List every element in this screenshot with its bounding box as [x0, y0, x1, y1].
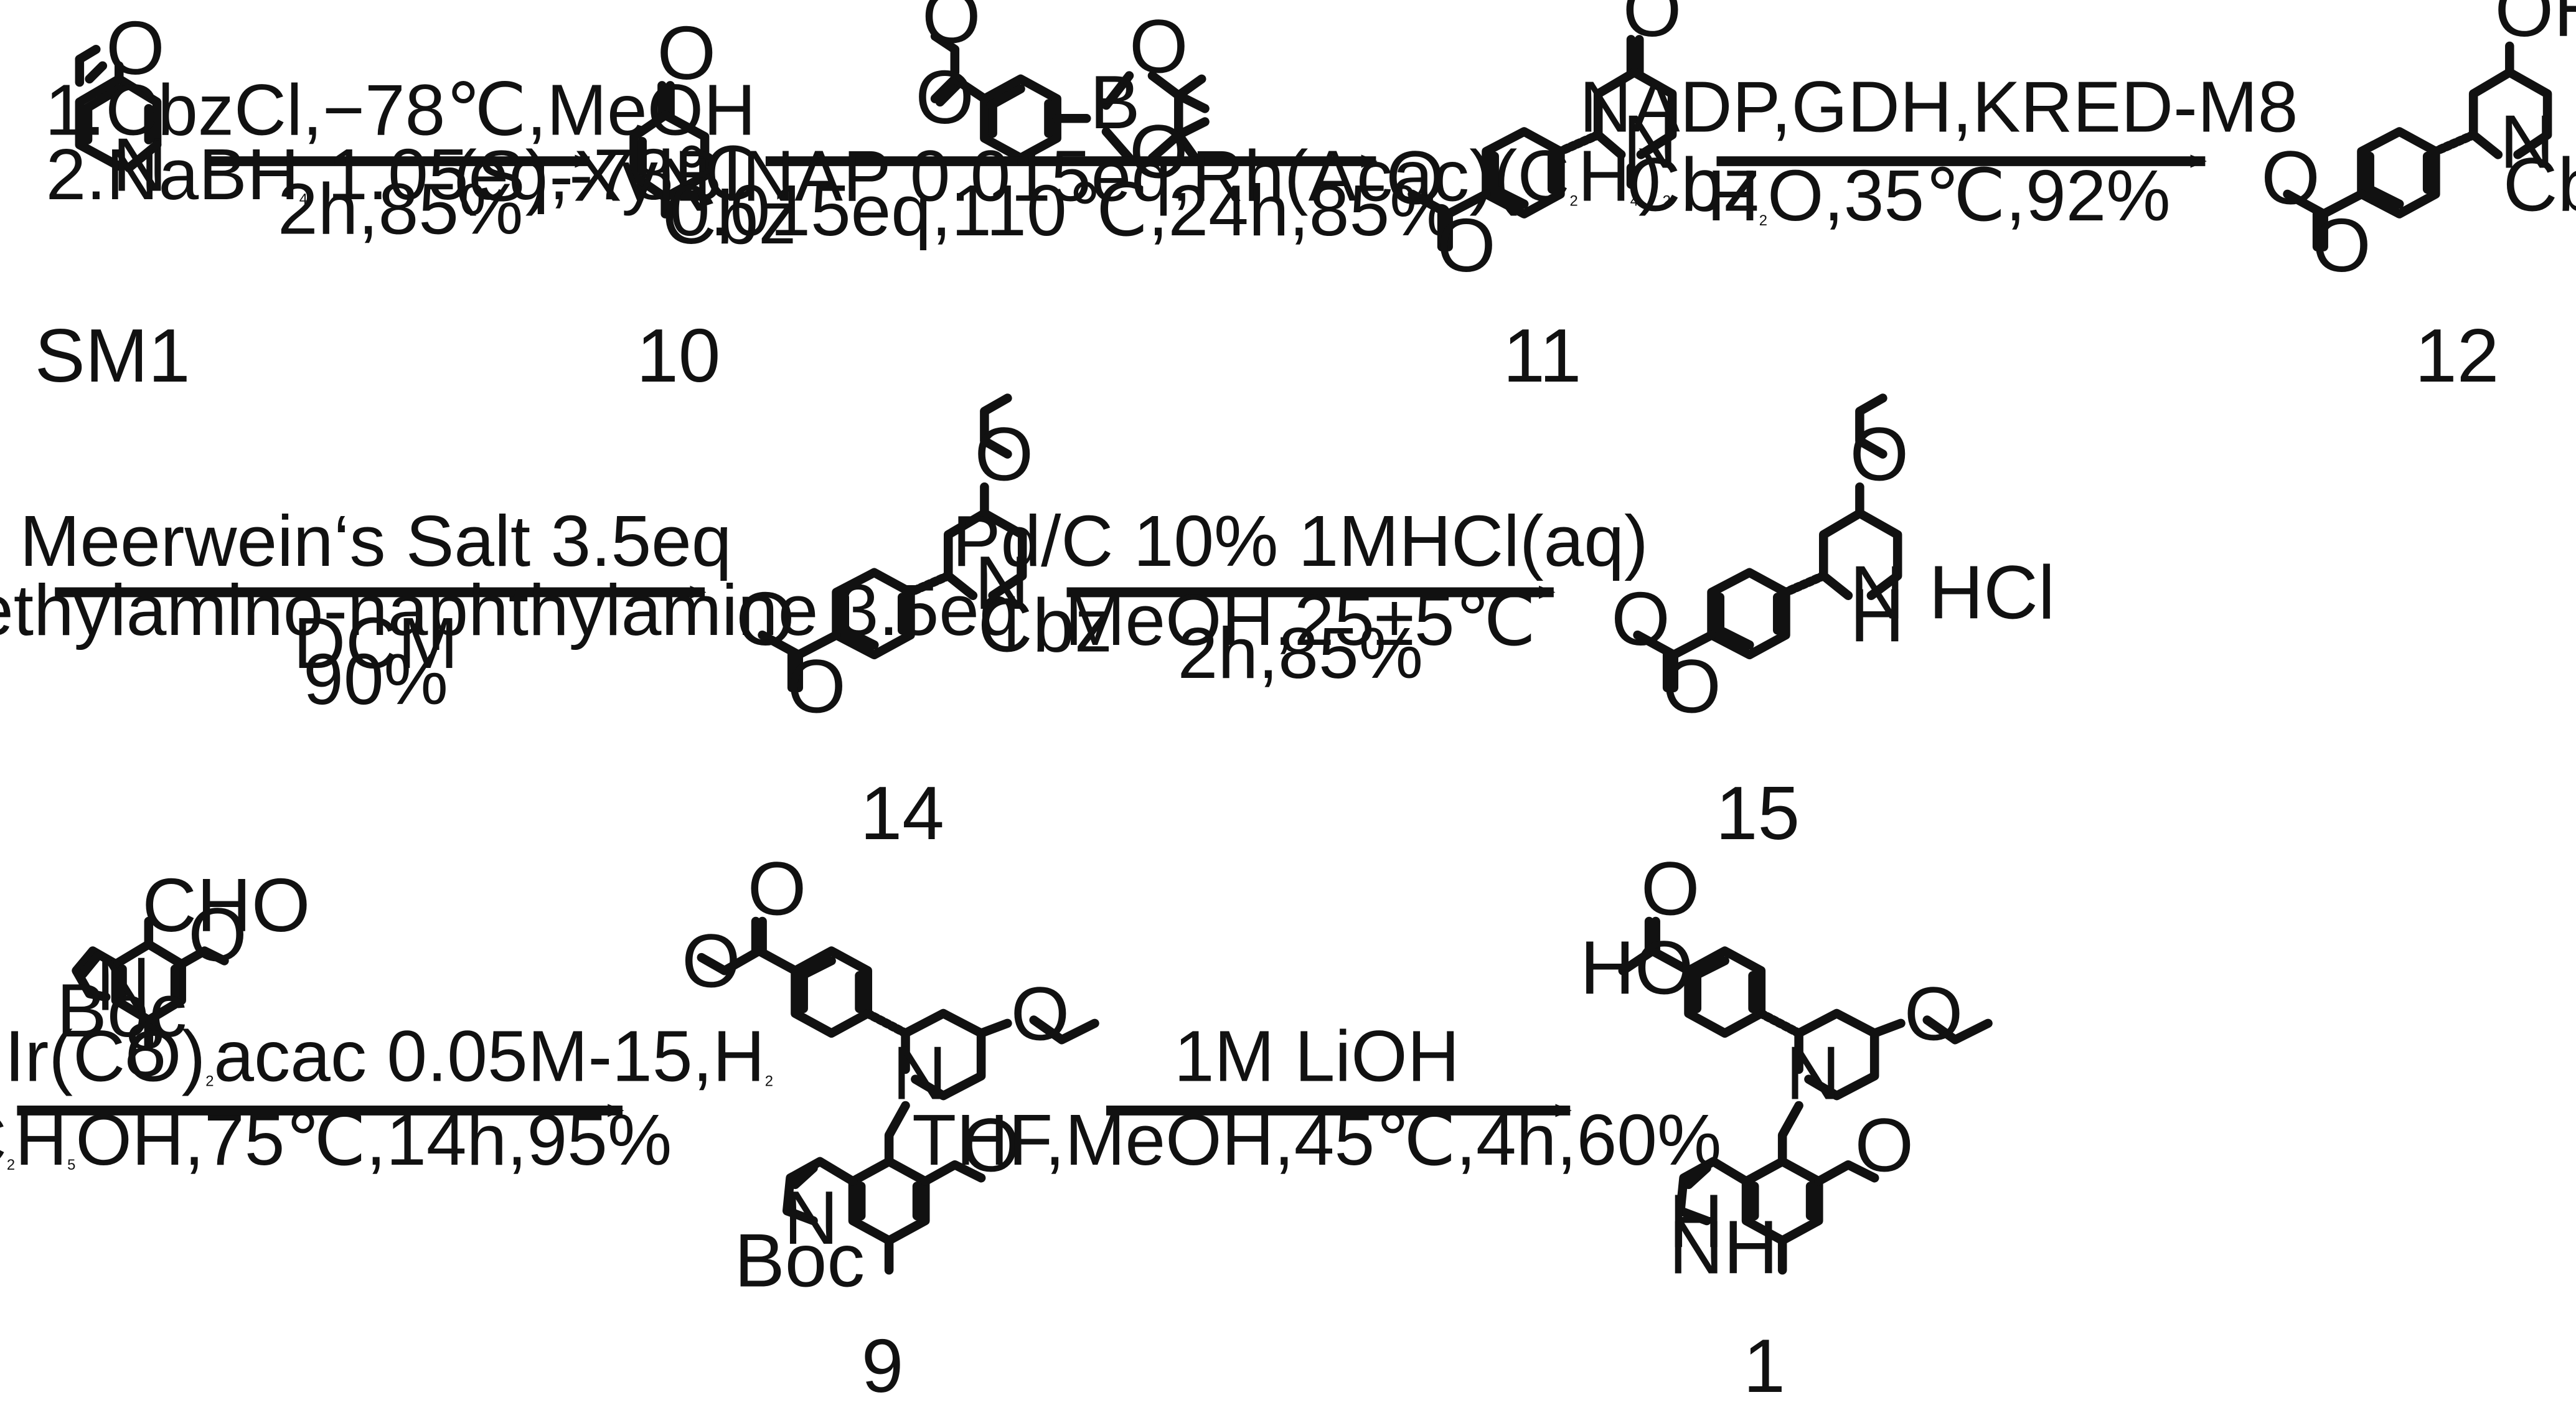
atom-o: O	[1129, 4, 1188, 88]
atom-o: O	[188, 892, 247, 977]
atom-n: N	[975, 540, 1030, 625]
atom-o: O	[1623, 0, 1682, 52]
atom-o: O	[736, 576, 795, 661]
atom-o: O	[2312, 203, 2371, 288]
atom-n: N	[784, 1175, 839, 1260]
atom-o: O	[1662, 644, 1721, 728]
atom-o: O	[1011, 971, 1070, 1056]
compound-14-structure	[758, 393, 1027, 692]
compound-label-12: 12	[2415, 313, 2499, 398]
compound-label-8: 8	[125, 1007, 167, 1092]
atom-o: O	[657, 11, 716, 95]
atom-b: B	[1090, 60, 1140, 144]
compound-1-structure	[1618, 916, 1993, 1275]
compound-sm1-structure	[75, 45, 162, 171]
atom-o: O	[1850, 412, 1909, 497]
step4-line1: Meerwein‘s Salt 3.5eq	[20, 500, 732, 581]
compound-label-9: 9	[862, 1323, 904, 1405]
compound-label-1: 1	[1743, 1323, 1785, 1405]
hcl-salt: HCl	[1929, 550, 2055, 635]
atom-cho: CHO	[142, 863, 310, 947]
atom-o: O	[1386, 136, 1445, 220]
atom-boc: Boc	[735, 1218, 865, 1303]
step3-line1: NADP,GDH,KRED-M8	[1579, 66, 2298, 147]
compound-label-11: 11	[1503, 313, 1581, 398]
atom-boc: Boc	[57, 968, 187, 1053]
compound-9-structure	[697, 916, 1099, 1275]
step1-line3: 2h,85%	[278, 168, 523, 249]
atom-o: O	[106, 6, 165, 90]
atom-n: N	[1623, 100, 1678, 184]
step6-line2: C2H5OH,75℃,14h,95%	[0, 1099, 672, 1180]
atom-n: N	[892, 1030, 947, 1115]
atom-o: O	[961, 1103, 1020, 1188]
atom-h: H	[1850, 573, 1905, 658]
compound-label-15: 15	[1716, 771, 1800, 855]
step2-line2: 0.015eq,110℃,24h,85%	[670, 170, 1454, 251]
atom-o: O	[1904, 971, 1963, 1056]
step4-line3: DCM	[293, 603, 458, 684]
atom-o: O	[915, 55, 974, 139]
atom-n: N	[2499, 100, 2554, 184]
atom-ho: HO	[1580, 925, 1693, 1010]
step4-line4: 90%	[303, 639, 448, 720]
atom-o: O	[1437, 203, 1496, 288]
atom-nh: NH	[1669, 1205, 1779, 1290]
atom-n: N	[1785, 1030, 1840, 1115]
atom-cbz: Cbz	[662, 175, 796, 260]
compound-label-10: 10	[636, 313, 720, 398]
compound-label-14: 14	[860, 771, 944, 855]
atom-o: O	[1641, 846, 1700, 931]
atom-cbz: Cbz	[1626, 142, 1760, 227]
step7-line1: 1M LiOH	[1174, 1015, 1460, 1096]
atom-o: O	[748, 846, 807, 931]
atom-o: O	[2261, 136, 2320, 220]
atom-oh: OH	[2495, 0, 2576, 52]
atom-o: O	[787, 644, 846, 728]
compound-12-structure	[2283, 41, 2552, 251]
step1-line2: 2.NaBH4 1.05eq,-78℃	[46, 134, 755, 215]
compound-10-structure	[629, 81, 710, 219]
atom-o: O	[682, 919, 741, 1003]
atom-n: N	[96, 942, 151, 1027]
atom-nh: H	[1669, 1178, 1724, 1263]
atom-o: O	[975, 412, 1034, 497]
step3-line2: H2O,35℃,92%	[1707, 155, 2171, 236]
atom-n: N	[1850, 550, 1905, 635]
atom-o: O	[1854, 1103, 1914, 1188]
atom-o: O	[1611, 576, 1670, 661]
compound-15-structure	[1633, 393, 1902, 692]
step5-line1: Pd/C 10% 1MHCl(aq)	[952, 500, 1648, 581]
step5-line2: MeOH,25±5℃	[1065, 580, 1536, 660]
atom-o: O	[1129, 109, 1188, 194]
boronate-reagent-structure	[930, 31, 1210, 162]
step2-line1: (S)-XylBINAP 0.015eq,Rh(Acac)(C2H4)2	[453, 135, 1670, 216]
step5-line3: 2h,85%	[1178, 613, 1423, 693]
compound-11-structure	[1408, 35, 1677, 251]
atom-cbz: Cbz	[2503, 142, 2576, 227]
step7-line2: THF,MeOH,45℃,4h,60%	[912, 1099, 1721, 1180]
step6-line1: Ir(CO)2acac 0.05M-15,H2	[4, 1015, 773, 1096]
compound-8-structure	[72, 916, 229, 1051]
atom-o: O	[922, 0, 981, 59]
atom-n: N	[657, 142, 712, 227]
compound-label-sm1: SM1	[35, 313, 190, 398]
